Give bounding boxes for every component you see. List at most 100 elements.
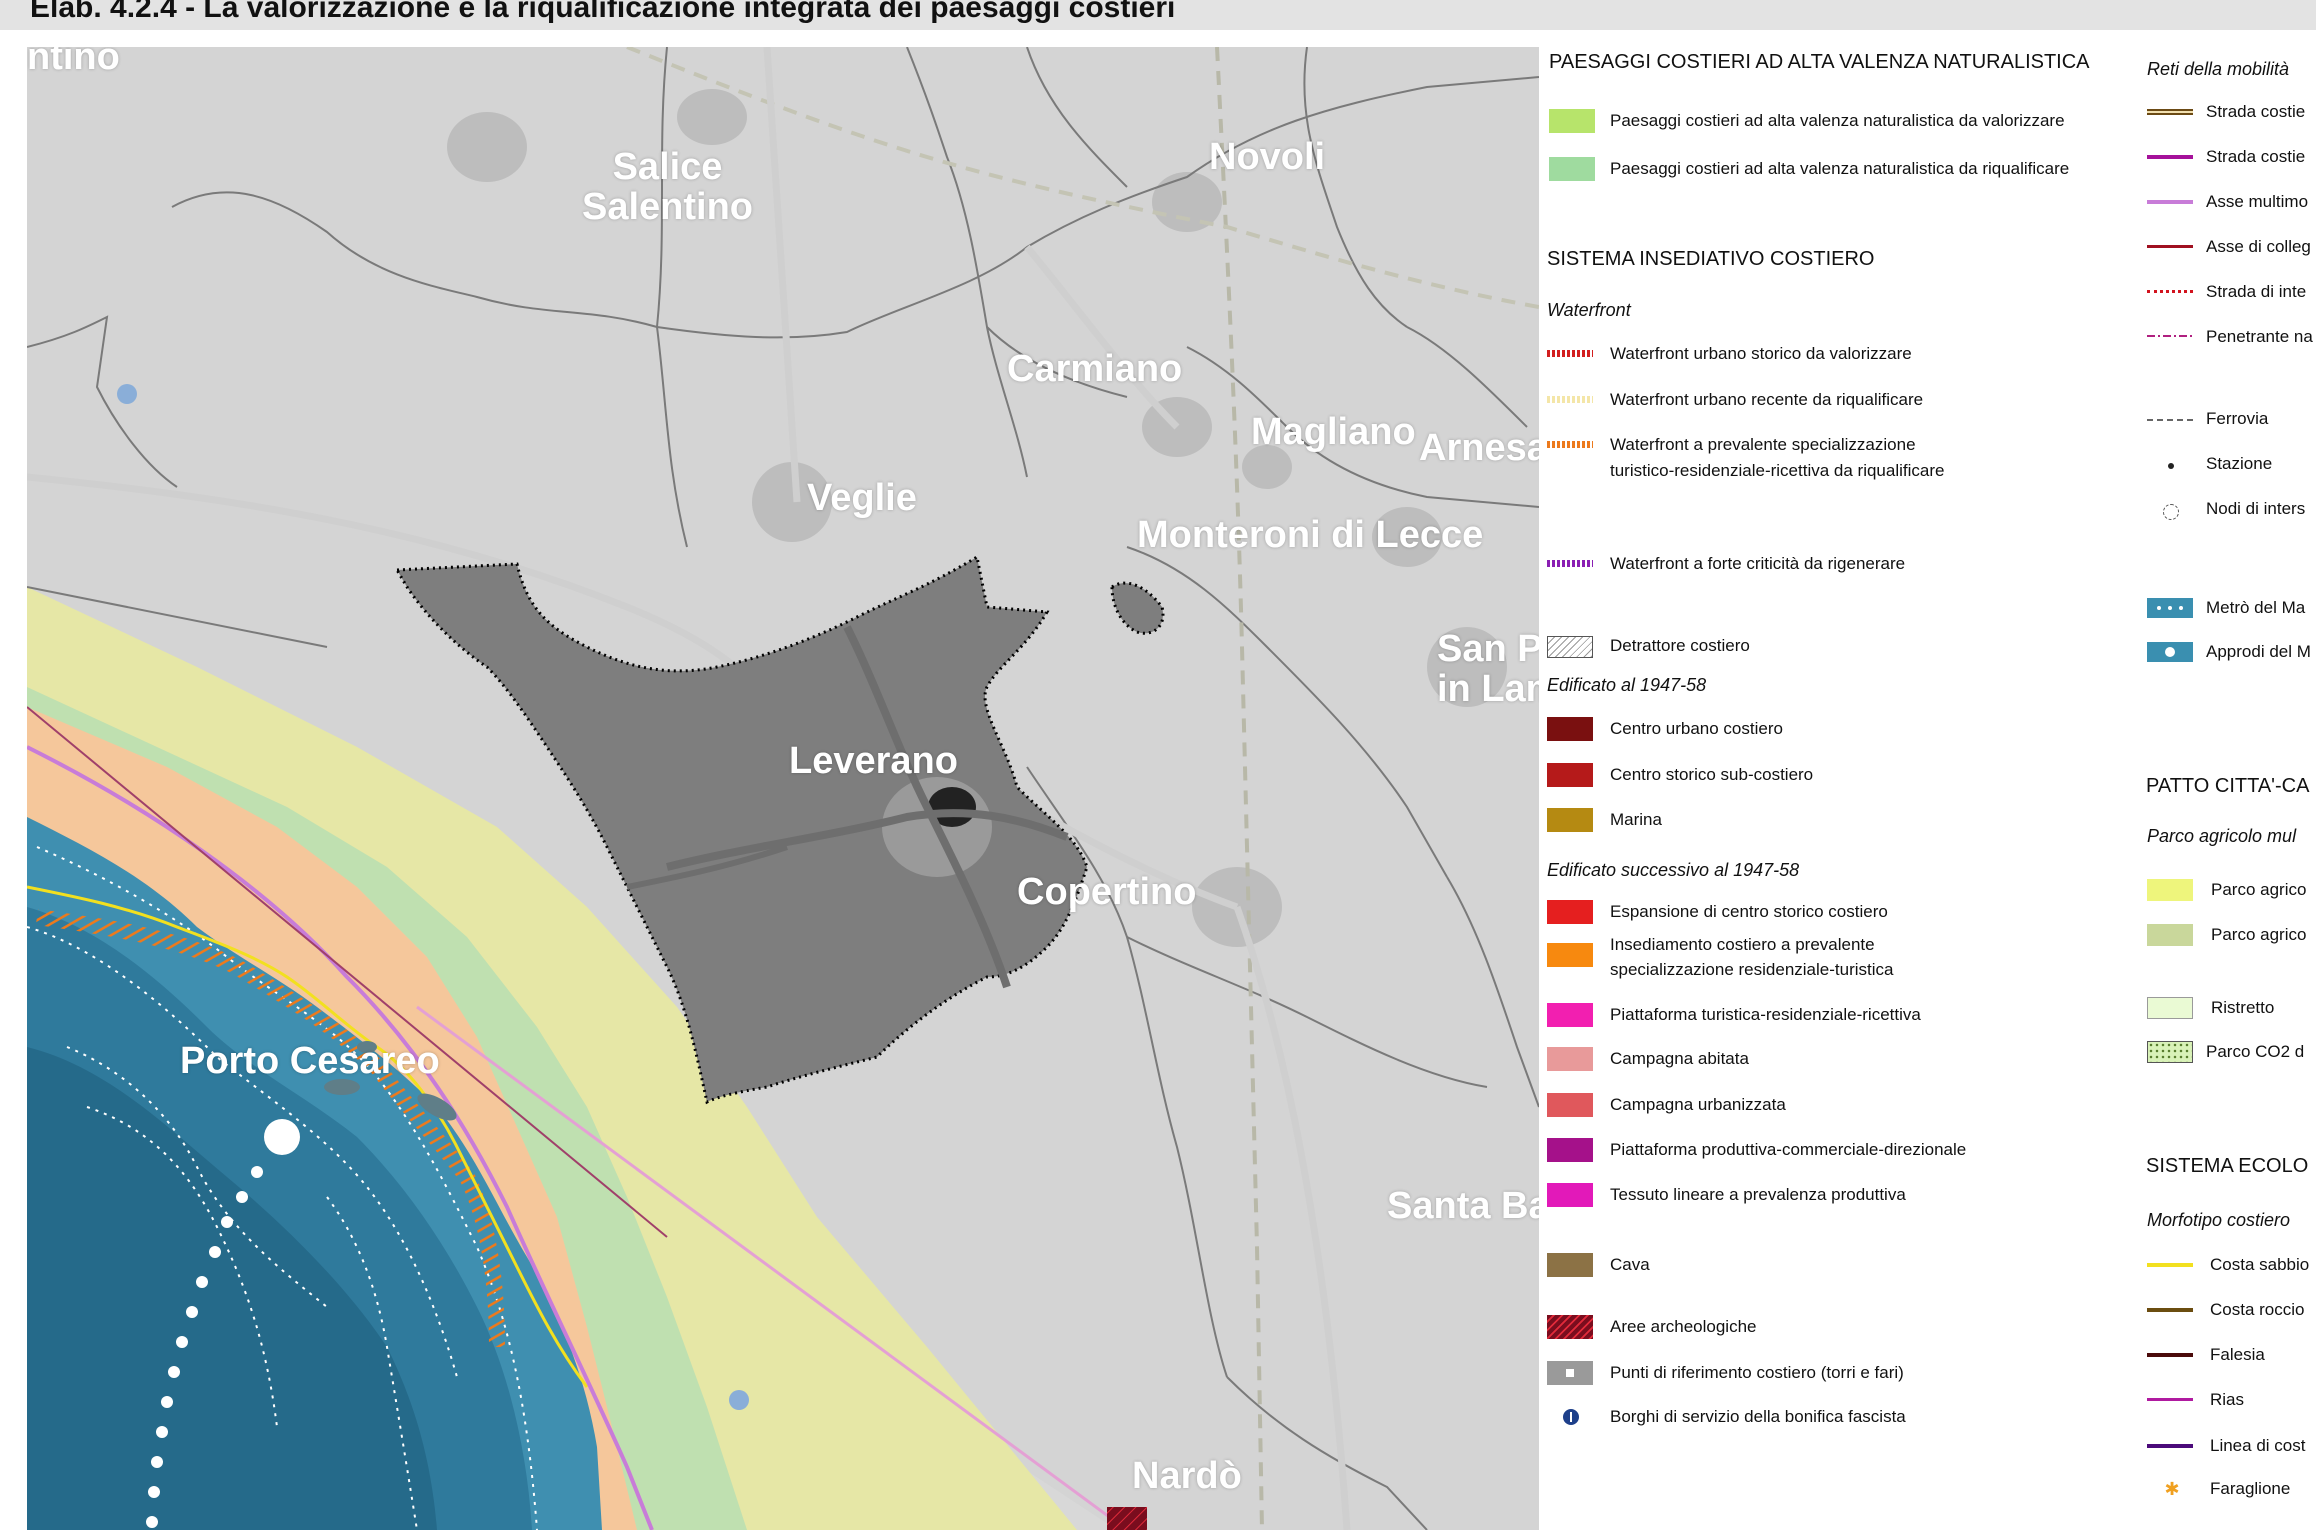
legend-label: Costa sabbio — [2210, 1255, 2310, 1274]
borgo-icon — [1563, 1409, 1579, 1425]
legend-sub-edificato: Edificato al 1947-58 — [1547, 675, 1707, 695]
metro-icon — [2147, 598, 2193, 618]
legend-label: Tessuto lineare a prevalenza produttiva — [1610, 1185, 1906, 1204]
legend-swatch — [1547, 808, 1593, 832]
legend-line — [2147, 200, 2193, 204]
legend-label: Rias — [2210, 1390, 2245, 1409]
legend-label: Centro urbano costiero — [1610, 719, 1783, 738]
legend-heading-paesaggi: PAESAGGI COSTIERI AD ALTA VALENZA NATURA… — [1549, 51, 2090, 73]
archaeological-area — [1107, 1507, 1147, 1530]
legend-label: Penetrante na — [2206, 327, 2313, 346]
legend-line — [2147, 1444, 2193, 1448]
railway — [1215, 47, 1264, 1530]
legend-line — [2147, 1353, 2193, 1357]
place-label-carmiano: Carmiano — [1007, 348, 1183, 390]
offshore-route — [146, 1119, 300, 1528]
map-canvas[interactable] — [27, 47, 1539, 1530]
legend-label: Marina — [1610, 810, 1662, 829]
legend-swatch — [1547, 1253, 1593, 1277]
legend-label: Parco CO2 d — [2206, 1042, 2305, 1061]
legend-swatch-aree-archeologiche — [1547, 1315, 1593, 1339]
legend-swatch-ristretto — [2147, 997, 2193, 1019]
place-label-copertino: Copertino — [1017, 871, 1197, 913]
map-panel[interactable]: ntino Salice Salentino Novoli Carmiano M… — [27, 47, 1539, 1530]
legend-swatch — [1547, 1093, 1593, 1117]
place-label-leverano: Leverano — [789, 740, 958, 782]
legend-sub-successivo: Edificato successivo al 1947-58 — [1547, 860, 1800, 880]
legend-sub-reti: Reti della mobilità — [2147, 59, 2290, 79]
legend-label: Punti di riferimento costiero (torri e f… — [1610, 1363, 1904, 1382]
legend-swatch — [1547, 1047, 1593, 1071]
legend-swatch — [1547, 1183, 1593, 1207]
legend-label: Cava — [1610, 1255, 1650, 1274]
legend-label: Asse di colleg — [2206, 237, 2311, 256]
legend-swatch-detrattore — [1547, 636, 1593, 658]
legend-label: Detrattore costiero — [1610, 636, 1750, 655]
legend-label-cont: specializzazione residenziale-turistica — [1610, 960, 1894, 979]
legend-swatch — [1547, 763, 1593, 787]
legend-label: Insediamento costiero a prevalente — [1610, 935, 1875, 954]
leverano-enclave — [1110, 581, 1165, 635]
legend-label: Strada di inte — [2206, 282, 2307, 301]
legend-swatch-waterfront-recente — [1547, 396, 1593, 403]
place-label-santa-barbara: Santa Barbara — [1387, 1185, 1539, 1227]
place-label-salice-text: Salice Salentino — [582, 146, 754, 228]
service-marker — [117, 384, 137, 404]
legend-label: Approdi del M — [2206, 642, 2311, 661]
legend-label: Parco agrico — [2211, 925, 2307, 944]
legend-swatch-waterfront-criticita — [1547, 560, 1593, 567]
legend-label: Aree archeologiche — [1610, 1317, 1757, 1336]
place-label-magliano: Magliano — [1251, 411, 1416, 453]
legend-label: Strada costie — [2206, 147, 2306, 166]
legend-label: Campagna abitata — [1610, 1049, 1749, 1068]
legend-swatch — [1547, 1003, 1593, 1027]
legend-label: Linea di cost — [2210, 1436, 2306, 1455]
faraglione-icon: ✱ — [2164, 1479, 2180, 1499]
legend-label: Costa roccio — [2210, 1300, 2305, 1319]
legend-swatch-parco-co2 — [2147, 1041, 2193, 1063]
place-label-salice: Salice Salentino — [582, 146, 754, 228]
legend-swatch — [1547, 717, 1593, 741]
legend-label: Metrò del Ma — [2206, 598, 2306, 617]
place-label-ntino: ntino — [27, 47, 120, 78]
legend-label: Piattaforma turistica-residenziale-ricet… — [1610, 1005, 1921, 1024]
place-label-novoli: Novoli — [1209, 136, 1326, 178]
legend-line-dotted — [2147, 290, 2193, 293]
legend-swatch-waterfront-storico — [1547, 350, 1593, 357]
legend-line — [2147, 1308, 2193, 1312]
legend-label: Ristretto — [2211, 998, 2275, 1017]
service-marker — [729, 1390, 749, 1410]
legend-line — [2147, 1398, 2193, 1401]
legend-label: Asse multimo — [2206, 192, 2309, 211]
legend-label: Falesia — [2210, 1345, 2265, 1364]
legend-label: Borghi di servizio della bonifica fascis… — [1610, 1407, 1906, 1426]
legend-label: Nodi di inters — [2206, 499, 2306, 518]
place-label-san-pietro-text: San Pietro in Lama — [1437, 628, 1539, 710]
stazione-icon — [2168, 463, 2174, 469]
legend-sub-morfo: Morfotipo costiero — [2147, 1210, 2291, 1230]
legend-label: Stazione — [2206, 454, 2273, 473]
legend-swatch — [1547, 1138, 1593, 1162]
sea-deeper — [27, 1047, 437, 1530]
legend-line — [2147, 1263, 2193, 1267]
legend-line-ferrovia — [2147, 419, 2193, 421]
legend-sub-parco: Parco agricolo mul — [2147, 826, 2297, 846]
legend-line-dashdot — [2147, 335, 2193, 337]
waterfront-hatch — [35, 909, 505, 1348]
legend-line — [2147, 245, 2193, 248]
legend-line-strada-costiera — [2147, 109, 2193, 115]
legend-swatch — [1547, 900, 1593, 924]
place-label-san-pietro: San Pietro in Lama — [1437, 628, 1539, 710]
legend-swatch — [1549, 109, 1595, 133]
legend-swatch — [1549, 157, 1595, 181]
municipal-boundaries — [27, 47, 1539, 1530]
legend-swatch — [2147, 924, 2193, 946]
urban-areas — [447, 89, 1507, 947]
legend-swatch-waterfront-turistico — [1547, 441, 1593, 448]
nodo-icon — [2163, 504, 2179, 520]
legend-heading-ecolo: SISTEMA ECOLO — [2146, 1155, 2309, 1177]
place-label-arnesano: Arnesano — [1419, 427, 1539, 469]
place-label-veglie: Veglie — [807, 477, 917, 519]
legend-label: Espansione di centro storico costiero — [1610, 902, 1888, 921]
legend-label: Waterfront urbano storico da valorizzare — [1610, 344, 1912, 363]
